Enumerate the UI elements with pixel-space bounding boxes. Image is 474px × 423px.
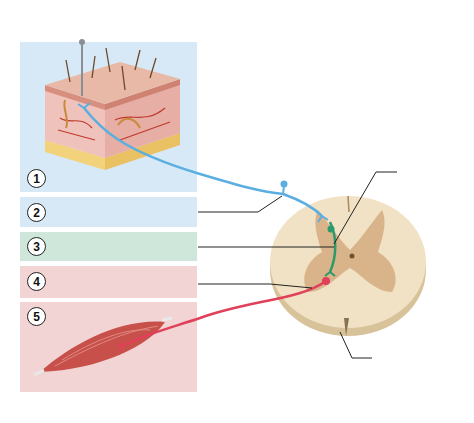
skin-illustration xyxy=(45,39,180,170)
gray-matter xyxy=(304,210,395,292)
interneuron-cell-body xyxy=(328,226,335,233)
hair-follicle xyxy=(64,100,140,128)
callout-text: 2 xyxy=(33,207,40,219)
leader-line xyxy=(334,172,397,244)
band xyxy=(20,42,197,192)
callout-number: 5 xyxy=(27,307,46,326)
muscle xyxy=(40,322,165,372)
motor-cell-body xyxy=(322,277,330,285)
muscle-fiber xyxy=(55,326,158,366)
callout-number: 1 xyxy=(27,169,46,188)
band xyxy=(20,232,197,261)
axon-terminal xyxy=(325,272,335,276)
pin-head xyxy=(79,39,85,45)
band xyxy=(20,197,197,227)
white-matter xyxy=(270,196,426,328)
callout-number: 4 xyxy=(27,272,46,291)
central-canal xyxy=(350,254,355,259)
hair xyxy=(66,48,156,90)
motor-neuron xyxy=(122,281,326,346)
spinal-cord xyxy=(270,196,426,336)
anterior-fissure xyxy=(344,318,349,336)
leader-line xyxy=(340,332,372,358)
callout-text: 5 xyxy=(33,311,40,323)
muscle-illustration xyxy=(34,318,172,375)
skin-surface xyxy=(45,62,180,104)
pin xyxy=(81,42,83,96)
band xyxy=(20,302,197,392)
callout-text: 4 xyxy=(33,276,40,288)
posterior-sulcus xyxy=(348,196,349,212)
leader-lines xyxy=(198,172,397,358)
band xyxy=(20,266,197,298)
callout-text: 3 xyxy=(33,241,40,253)
axon-terminal xyxy=(318,216,328,222)
leader-line xyxy=(198,196,282,212)
leader-line xyxy=(198,247,334,248)
callout-text: 1 xyxy=(33,173,40,185)
blood-vessel xyxy=(58,108,170,140)
leader-line xyxy=(198,284,312,288)
receptor-ending xyxy=(78,103,90,108)
callout-number: 2 xyxy=(27,203,46,222)
tendon xyxy=(34,318,172,375)
sensory-neuron xyxy=(84,108,322,216)
neuromuscular-junction xyxy=(116,344,122,352)
sensory-cell-body xyxy=(281,181,288,188)
callout-number: 3 xyxy=(27,237,46,256)
